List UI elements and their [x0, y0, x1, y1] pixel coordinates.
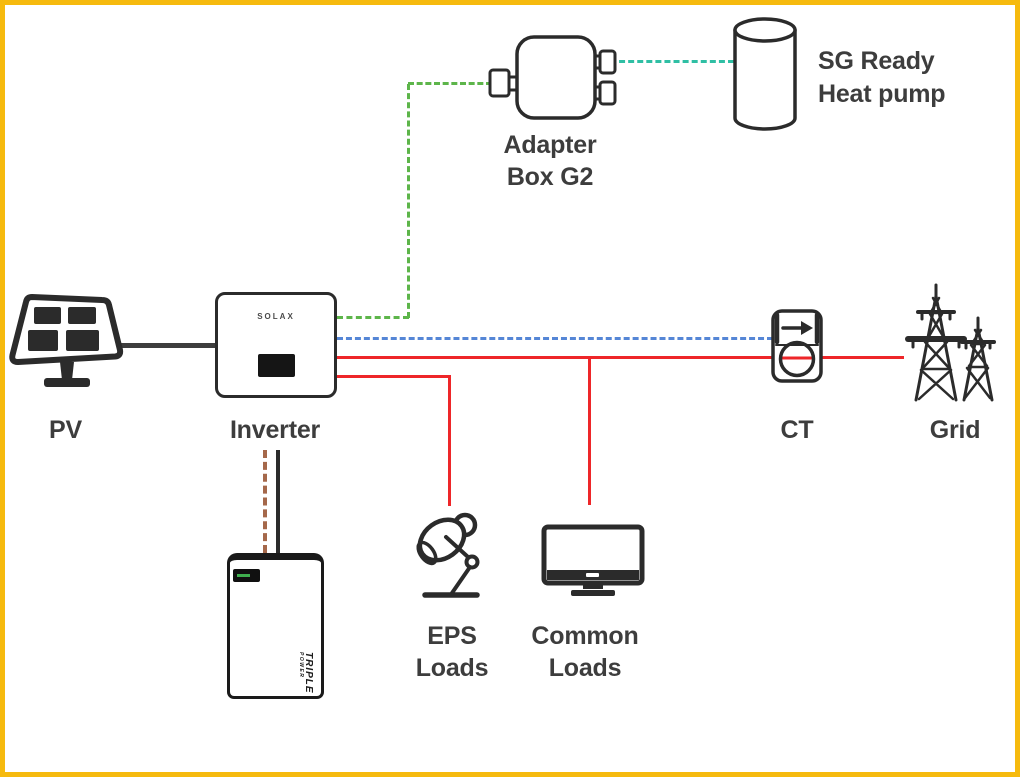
battery-led-indicator	[237, 574, 250, 577]
battery-brand-line1: TRIPLE	[303, 652, 314, 694]
ct-meter-icon	[771, 309, 823, 383]
monitor-icon	[541, 524, 645, 596]
label-pv: PV	[49, 416, 82, 444]
adapter-box-icon	[488, 35, 617, 120]
wire-inverter-adapter-seg1	[337, 316, 409, 319]
wire-inverter-to-ct-red	[337, 356, 774, 359]
wire-inverter-battery-power	[276, 450, 280, 553]
grid-pylon-icon	[905, 283, 996, 402]
wire-inverter-to-ct	[337, 337, 773, 340]
inverter-brand-logo: SOLAX	[257, 312, 295, 321]
label-adapter-box: Adapter Box G2	[503, 131, 597, 191]
wire-eps-loads-seg2	[448, 376, 451, 506]
label-ct: CT	[780, 416, 814, 444]
wire-pv-to-inverter	[118, 343, 218, 348]
lamp-icon	[416, 512, 480, 598]
wire-adapter-to-heatpump	[610, 60, 734, 63]
wire-inverter-adapter-seg2	[407, 84, 410, 318]
solar-panel-icon	[9, 294, 124, 387]
heat-pump-icon	[733, 17, 797, 131]
inverter-box: SOLAX	[215, 292, 337, 398]
battery-brand-logo: TRIPLE POWER	[298, 652, 314, 694]
label-grid: Grid	[929, 416, 981, 444]
label-eps-loads: EPS Loads	[415, 622, 489, 682]
label-common-loads: Common Loads	[531, 622, 639, 682]
wire-inverter-adapter-seg3	[408, 82, 492, 85]
inverter-screen	[258, 354, 295, 377]
wire-branch-common-loads	[588, 358, 591, 505]
wire-eps-loads-seg1	[337, 375, 451, 378]
battery-display	[233, 569, 260, 582]
battery-box: TRIPLE POWER	[227, 553, 324, 699]
wire-ct-to-grid-red	[818, 356, 904, 359]
label-heat-pump: SG Ready Heat pump	[818, 47, 946, 108]
wire-inverter-battery-comm	[263, 450, 267, 553]
label-inverter: Inverter	[229, 416, 321, 444]
